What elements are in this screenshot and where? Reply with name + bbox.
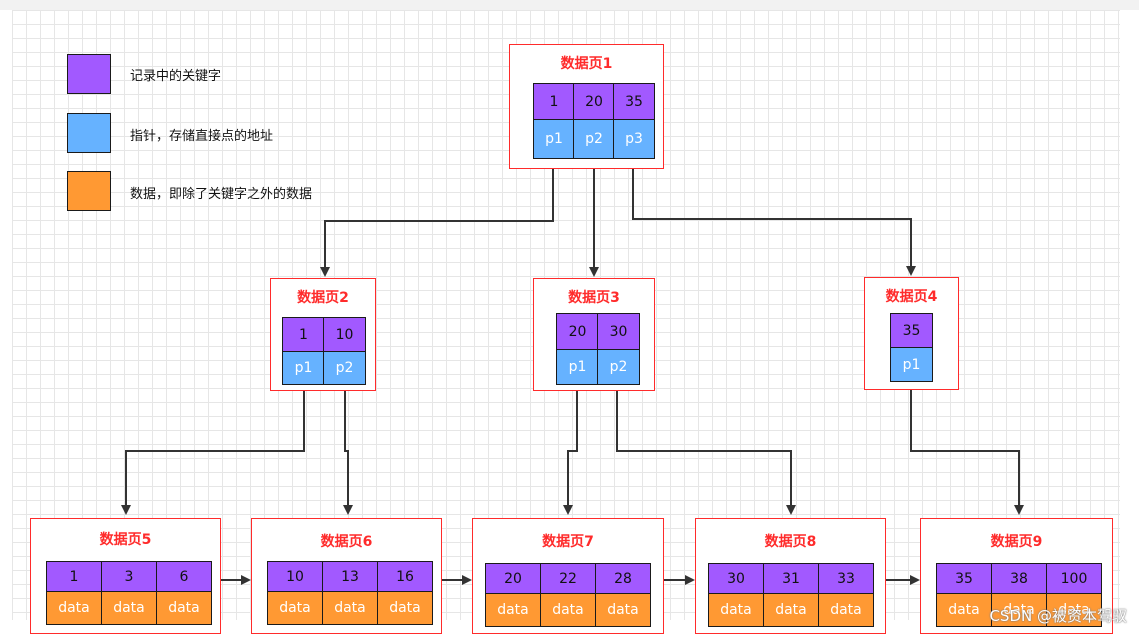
watermark: CSDN @被资本驾驭 [989,607,1127,625]
data-cell: data [101,591,157,625]
page-title: 数据页1 [560,56,613,72]
page-node-7: 数据页7 20 22 28 data data data [472,518,664,634]
page-title: 数据页6 [320,534,373,550]
page-node-8: 数据页8 30 31 33 data data data [695,518,886,634]
pointer-cell: p1 [533,119,575,159]
key-cell: 22 [540,563,596,595]
arrow-page2-p1-to-page5 [121,384,305,515]
page-title: 数据页3 [568,290,620,306]
key-cell: 10 [267,561,323,593]
pointer-cell: p1 [556,349,599,385]
page-title: 数据页8 [764,534,817,550]
data-cell: data [991,593,1047,627]
key-cell: 1 [533,83,575,121]
arrow-page2-p2-to-page6 [343,384,353,515]
arrow-page1-p1-to-page2 [320,160,554,277]
page-node-4: 数据页4 35 p1 [864,277,959,390]
pointer-cell: p2 [323,351,366,385]
key-cell: 10 [323,317,366,353]
key-cell: 1 [282,317,325,353]
data-cell: data [818,593,874,627]
arrow-page3-p1-to-page7 [563,384,578,515]
data-cell: data [1046,593,1102,627]
pointer-cell: p1 [890,347,933,382]
key-cell: 38 [991,563,1047,595]
page-node-5: 数据页5 1 3 6 data data data [30,518,221,634]
key-cell: 35 [890,313,933,349]
key-cell: 3 [101,561,157,593]
pointer-cell: p2 [597,349,640,385]
key-cell: 100 [1046,563,1102,595]
arrow-page4-p1-to-page9 [910,384,1024,515]
data-cell: data [46,591,102,625]
legend-swatch-pointer [67,113,111,153]
key-cell: 28 [595,563,651,595]
key-cell: 35 [613,83,655,121]
legend-label-key: 记录中的关键字 [130,69,222,84]
key-cell: 20 [556,313,599,351]
data-cell: data [377,591,433,625]
pointer-cell: p2 [573,119,615,159]
data-cell: data [708,593,764,627]
page-title: 数据页2 [297,290,349,306]
data-cell: data [540,593,596,627]
pointer-cell: p1 [282,351,325,385]
page-title: 数据页5 [99,532,152,548]
key-cell: 1 [46,561,102,593]
key-cell: 16 [377,561,433,593]
page-title: 数据页4 [885,289,938,305]
data-cell: data [485,593,541,627]
data-cell: data [763,593,819,627]
page-node-2: 数据页2 1 10 p1 p2 [270,278,376,391]
key-cell: 20 [485,563,541,595]
data-cell: data [936,593,992,627]
arrow-page1-p3-to-page4 [632,160,916,276]
page-node-6: 数据页6 10 13 16 data data data [251,518,442,634]
page-node-9: 数据页9 35 38 100 data data data [920,518,1113,634]
key-cell: 35 [936,563,992,595]
key-cell: 30 [597,313,640,351]
page-node-3: 数据页3 20 30 p1 p2 [533,278,655,391]
page-title: 数据页9 [990,534,1043,550]
key-cell: 6 [156,561,212,593]
legend-swatch-key [67,54,111,94]
data-cell: data [267,591,323,625]
page-title: 数据页7 [542,534,594,550]
legend-swatch-data [67,171,111,211]
pointer-cell: p3 [613,119,655,159]
data-cell: data [595,593,651,627]
page-node-1: 数据页1 1 20 35 p1 p2 p3 [509,44,664,169]
legend-label-data: 数据，即除了关键字之外的数据 [130,187,313,202]
top-strip [0,0,1139,10]
key-cell: 30 [708,563,764,595]
key-cell: 20 [573,83,615,121]
key-cell: 13 [322,561,378,593]
data-cell: data [156,591,212,625]
key-cell: 31 [763,563,819,595]
arrow-page3-p2-to-page8 [616,384,796,515]
legend-label-pointer: 指针，存储直接点的地址 [130,129,274,144]
key-cell: 33 [818,563,874,595]
data-cell: data [322,591,378,625]
